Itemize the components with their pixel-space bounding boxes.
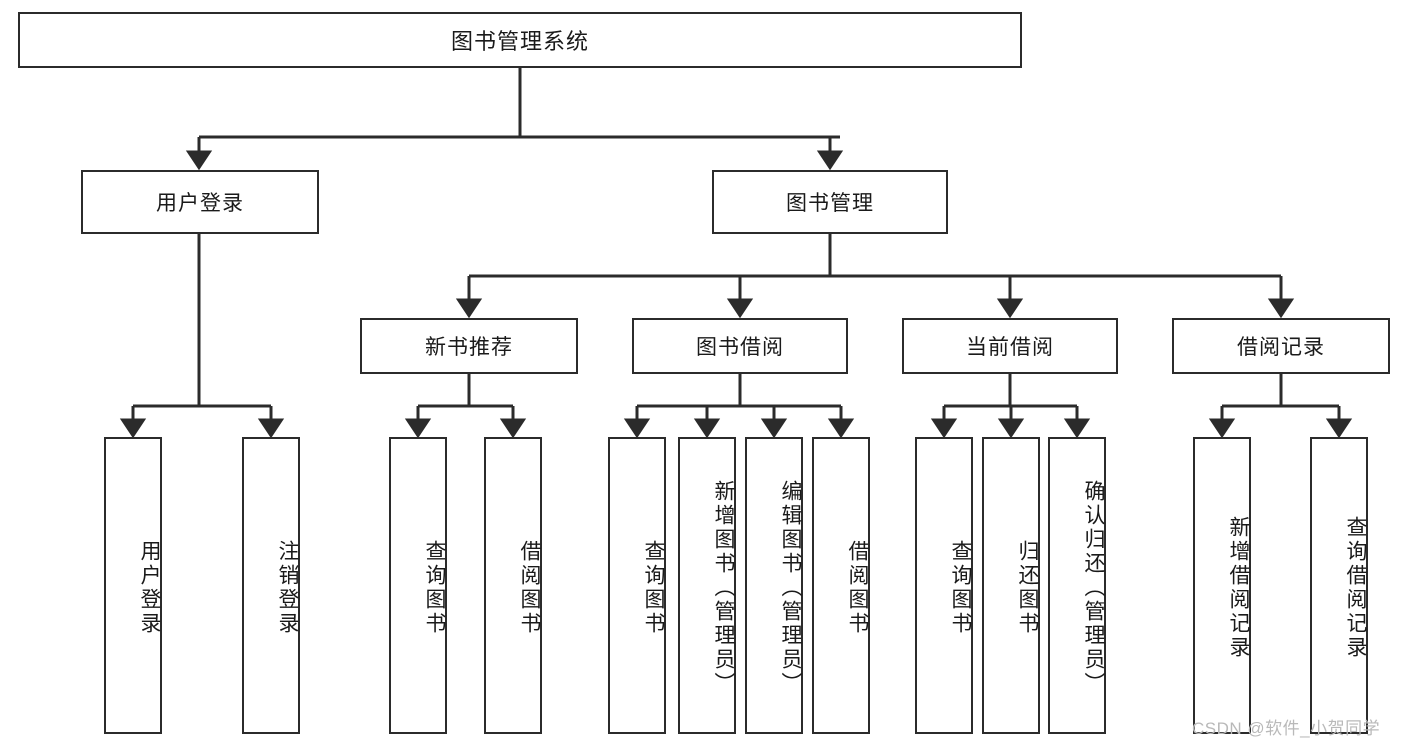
leaf-confirm-return-admin-label: 确认归还（管理员） [1082, 479, 1105, 696]
node-book-management[interactable]: 图书管理 [712, 170, 948, 234]
leaf-return-book[interactable]: 归还图书 [982, 437, 1040, 734]
leaf-query-book-recommend-label: 查询图书 [423, 539, 446, 636]
leaf-borrow-book-label: 借阅图书 [846, 539, 869, 636]
leaf-add-borrow-record-label: 新增借阅记录 [1227, 515, 1250, 660]
leaf-user-login-label: 用户登录 [138, 539, 161, 636]
leaf-query-borrow-record-label: 查询借阅记录 [1344, 515, 1367, 660]
node-borrow-record-label: 借阅记录 [1237, 336, 1325, 359]
node-root-label: 图书管理系统 [450, 29, 589, 54]
leaf-query-book-current-label: 查询图书 [949, 539, 972, 636]
node-borrow-record[interactable]: 借阅记录 [1172, 318, 1390, 374]
leaf-confirm-return-admin[interactable]: 确认归还（管理员） [1048, 437, 1106, 734]
leaf-borrow-book-recommend-label: 借阅图书 [518, 539, 541, 636]
leaf-query-book-current[interactable]: 查询图书 [915, 437, 973, 734]
leaf-add-borrow-record[interactable]: 新增借阅记录 [1193, 437, 1251, 734]
leaf-user-login[interactable]: 用户登录 [104, 437, 162, 734]
node-current-borrow-label: 当前借阅 [966, 336, 1054, 359]
leaf-borrow-book[interactable]: 借阅图书 [812, 437, 870, 734]
node-user-login-label: 用户登录 [156, 192, 244, 215]
leaf-add-book-admin[interactable]: 新增图书（管理员） [678, 437, 736, 734]
leaf-query-borrow-record[interactable]: 查询借阅记录 [1310, 437, 1368, 734]
node-root[interactable]: 图书管理系统 [18, 12, 1022, 68]
leaf-edit-book-admin[interactable]: 编辑图书（管理员） [745, 437, 803, 734]
leaf-query-book-borrow-label: 查询图书 [642, 539, 665, 636]
node-new-book-recommend-label: 新书推荐 [425, 336, 513, 359]
leaf-return-book-label: 归还图书 [1016, 539, 1039, 636]
leaf-query-book-borrow[interactable]: 查询图书 [608, 437, 666, 734]
leaf-user-logout-label: 注销登录 [276, 539, 299, 636]
leaf-edit-book-admin-label: 编辑图书（管理员） [779, 479, 802, 696]
node-user-login[interactable]: 用户登录 [81, 170, 319, 234]
leaf-borrow-book-recommend[interactable]: 借阅图书 [484, 437, 542, 734]
node-book-management-label: 图书管理 [786, 192, 874, 215]
leaf-query-book-recommend[interactable]: 查询图书 [389, 437, 447, 734]
leaf-user-logout[interactable]: 注销登录 [242, 437, 300, 734]
node-book-borrow[interactable]: 图书借阅 [632, 318, 848, 374]
node-new-book-recommend[interactable]: 新书推荐 [360, 318, 578, 374]
node-current-borrow[interactable]: 当前借阅 [902, 318, 1118, 374]
leaf-add-book-admin-label: 新增图书（管理员） [712, 479, 735, 696]
node-book-borrow-label: 图书借阅 [696, 336, 784, 359]
watermark: CSDN @软件_小贺同学 [1192, 719, 1381, 738]
